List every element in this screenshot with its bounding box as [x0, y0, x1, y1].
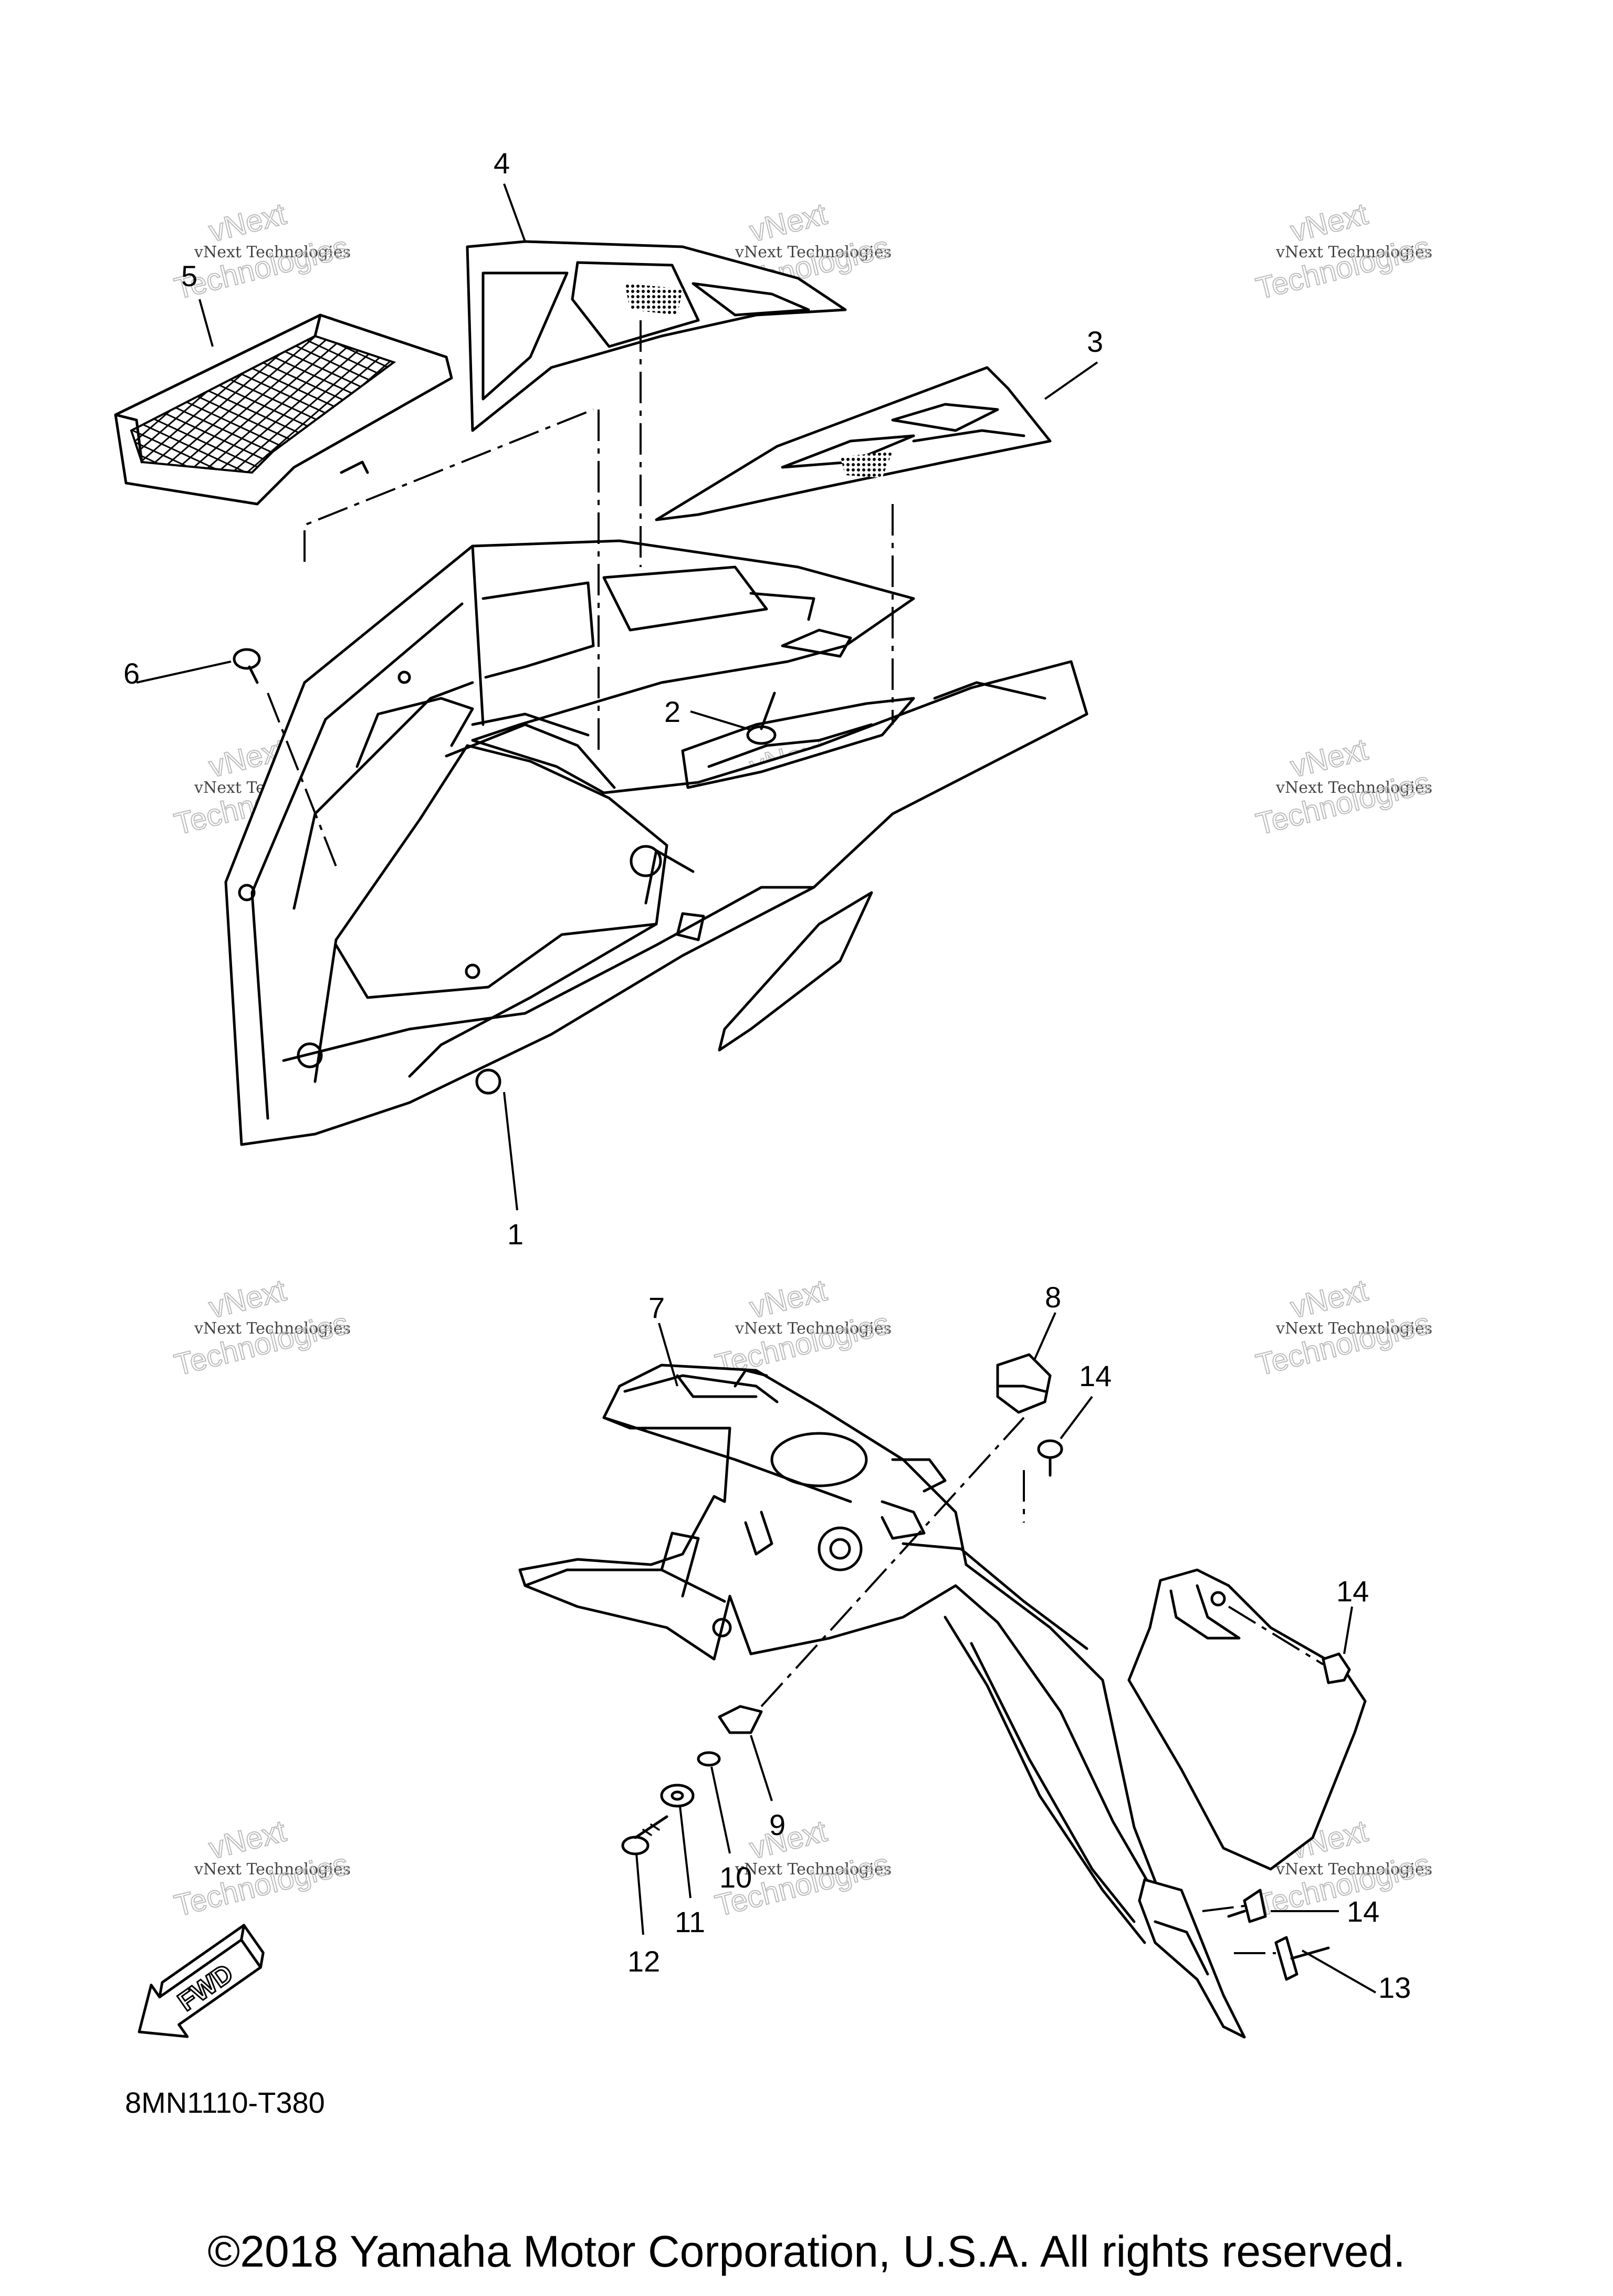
watermark: vNext vNext Technologies Technologies — [171, 1813, 352, 1924]
copyright-notice: ©2018 Yamaha Motor Corporation, U.S.A. A… — [207, 2227, 1406, 2276]
part-1-deck-cover — [224, 539, 1088, 1146]
svg-text:vNext: vNext — [746, 1814, 830, 1866]
callout-11: 11 — [675, 1905, 705, 1938]
svg-text:vNext: vNext — [1287, 197, 1371, 249]
svg-text:vNext Technologies: vNext Technologies — [194, 1860, 351, 1879]
part-14-clip — [1037, 1439, 1063, 1477]
callout-9: 9 — [769, 1808, 785, 1841]
callout-2: 2 — [664, 695, 680, 728]
callout-14: 14 — [1336, 1575, 1369, 1608]
part-13-screw — [1274, 1936, 1330, 1981]
svg-text:Technologies: Technologies — [171, 230, 352, 306]
svg-text:vNext: vNext — [1287, 1273, 1371, 1325]
part-4-vent-decal — [466, 240, 847, 432]
part-10-spring-washer — [697, 1751, 721, 1767]
svg-text:vNext Technologies: vNext Technologies — [1275, 243, 1432, 261]
rear-panel — [1138, 1878, 1246, 2039]
svg-text:Technologies: Technologies — [1253, 230, 1433, 306]
svg-text:vNext Technologies: vNext Technologies — [735, 243, 892, 261]
callout-4: 4 — [494, 146, 510, 180]
fwd-arrow-icon: FWD — [138, 1924, 265, 2038]
part-9-bracket — [718, 1705, 763, 1734]
svg-text:vNext: vNext — [205, 1814, 289, 1866]
svg-text:vNext: vNext — [205, 197, 289, 249]
watermark: vNext vNext Technologies Technologies — [171, 1273, 352, 1383]
watermark: vNext vNext Technologies Technologies — [1252, 196, 1434, 307]
svg-text:vNext Technologies: vNext Technologies — [735, 1319, 892, 1338]
part-2-screw — [746, 691, 777, 745]
svg-text:vNext: vNext — [1287, 732, 1371, 784]
svg-text:vNext Technologies: vNext Technologies — [1275, 1319, 1432, 1338]
part-8-cap — [996, 1353, 1052, 1414]
svg-text:Technologies: Technologies — [171, 1847, 352, 1923]
part-11-washer — [660, 1784, 695, 1808]
part-3-vent-decal — [655, 366, 1052, 521]
part-12-bolt — [621, 1815, 668, 1855]
watermark: vNext vNext Technologies Technologies — [1252, 1273, 1434, 1383]
diagram-code: 8MN1110-T380 — [125, 2086, 325, 2119]
leader-lines — [136, 183, 1376, 1994]
part-7-steering-cover — [518, 1364, 1172, 1944]
callout-13: 13 — [1378, 1971, 1411, 2004]
watermark: vNext vNext Technologies Technologies — [1252, 732, 1434, 842]
callout-labels: 4 5 3 6 2 1 7 8 14 14 9 10 11 12 14 13 — [123, 146, 1411, 2004]
callout-5: 5 — [181, 259, 197, 292]
svg-text:vNext Technologies: vNext Technologies — [1275, 779, 1432, 797]
svg-text:Technologies: Technologies — [1253, 766, 1433, 842]
svg-text:vNext Technologies: vNext Technologies — [735, 1860, 892, 1879]
part-5-mesh-grille — [114, 313, 453, 506]
watermark: vNext vNext Technologies Technologies — [711, 1273, 893, 1383]
svg-text:vNext Technologies: vNext Technologies — [1275, 1860, 1432, 1879]
part-6-screw — [233, 648, 261, 684]
callout-7: 7 — [648, 1291, 665, 1324]
part-14-clip — [1227, 1889, 1267, 1923]
part-14-clip — [1322, 1652, 1351, 1684]
watermark: vNext vNext Technologies Technologies — [171, 196, 352, 307]
callout-12: 12 — [627, 1945, 660, 1978]
callout-10: 10 — [719, 1861, 752, 1894]
svg-text:vNext: vNext — [205, 1273, 289, 1325]
svg-text:vNext Technologies: vNext Technologies — [194, 1319, 351, 1338]
svg-text:Technologies: Technologies — [171, 1306, 352, 1382]
svg-text:vNext: vNext — [746, 197, 830, 249]
callout-3: 3 — [1087, 325, 1103, 358]
svg-text:vNext: vNext — [746, 1273, 830, 1325]
side-panel — [1127, 1568, 1367, 1871]
callout-8: 8 — [1045, 1281, 1061, 1314]
callout-1: 1 — [507, 1218, 523, 1251]
callout-14: 14 — [1079, 1359, 1112, 1392]
callout-14: 14 — [1347, 1895, 1379, 1928]
svg-text:Technologies: Technologies — [1253, 1306, 1433, 1382]
svg-text:vNext Technologies: vNext Technologies — [194, 243, 351, 261]
callout-6: 6 — [123, 657, 140, 690]
